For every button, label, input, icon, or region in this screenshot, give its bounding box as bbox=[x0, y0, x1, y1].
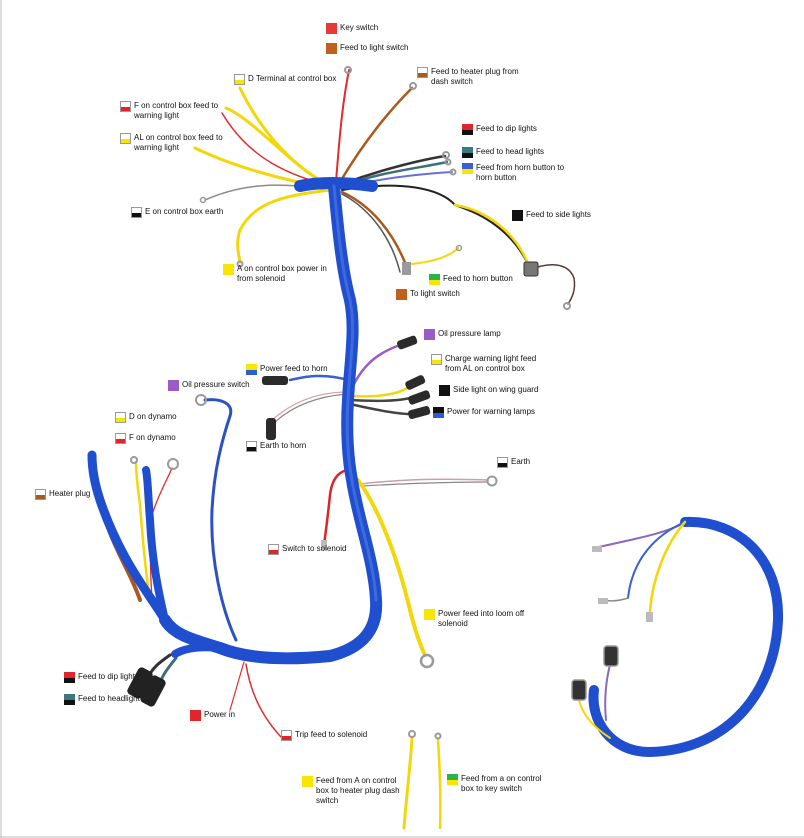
terminal-1 bbox=[592, 546, 602, 552]
swatch-feed-to-horn-button bbox=[429, 274, 440, 285]
label-switch-solenoid: Switch to solenoid bbox=[268, 544, 368, 555]
label-feed-dip-lights: Feed to dip lights bbox=[462, 124, 562, 135]
middle-branch-wires bbox=[203, 343, 489, 657]
label-side-light-wing: Side light on wing guard bbox=[439, 385, 549, 396]
swatch-feed-light-switch bbox=[326, 43, 337, 54]
label-feed-side-lights: Feed to side lights bbox=[512, 210, 612, 221]
label-power-feed-horn: Power feed to horn bbox=[246, 364, 356, 375]
label-oil-pressure-lamp: Oil pressure lamp bbox=[424, 329, 524, 340]
label-d-dynamo: D on dynamo bbox=[115, 412, 215, 423]
main-loom-trunk bbox=[87, 177, 383, 665]
swatch-earth bbox=[497, 457, 508, 468]
label-trip-feed-solenoid: Trip feed to solenoid bbox=[281, 730, 381, 741]
swatch-d-terminal bbox=[234, 74, 245, 85]
swatch-feed-a-key bbox=[447, 774, 458, 785]
label-feed-a-heater: Feed from A on control box to heater plu… bbox=[302, 776, 402, 806]
loose-feed-wires bbox=[402, 730, 442, 830]
label-feed-a-key: Feed from a on control box to key switch bbox=[447, 774, 547, 794]
label-charge-warning: Charge warning light feed from AL on con… bbox=[431, 354, 551, 374]
swatch-feed-side-lights bbox=[512, 210, 523, 221]
swatch-heater-plug bbox=[35, 489, 46, 500]
label-feed-dip-light: Feed to dip light bbox=[64, 672, 164, 683]
swatch-power-in bbox=[190, 710, 201, 721]
label-power-in: Power in bbox=[190, 710, 270, 721]
label-power-warning-lamps: Power for warning lamps bbox=[433, 407, 553, 418]
swatch-power-warning-lamps bbox=[433, 407, 444, 418]
swatch-e-control-box bbox=[131, 207, 142, 218]
label-f-dynamo: F on dynamo bbox=[115, 433, 215, 444]
label-oil-pressure-switch: Oil pressure switch bbox=[168, 380, 268, 391]
swatch-switch-solenoid bbox=[268, 544, 279, 555]
label-a-control-box: A on control box power in from solenoid bbox=[223, 264, 333, 284]
swatch-d-dynamo bbox=[115, 412, 126, 423]
label-feed-head-lights: Feed to head lights bbox=[462, 147, 562, 158]
label-key-switch: Key switch bbox=[326, 23, 406, 34]
swatch-feed-dip-lights bbox=[462, 124, 473, 135]
swatch-feed-head-lights bbox=[462, 147, 473, 158]
swatch-oil-pressure-switch bbox=[168, 380, 179, 391]
swatch-feed-horn-button bbox=[462, 163, 473, 174]
label-power-feed-loom: Power feed into loom off solenoid bbox=[424, 609, 534, 629]
swatch-feed-dip-light bbox=[64, 672, 75, 683]
terminal-3 bbox=[646, 612, 653, 622]
swatch-oil-pressure-lamp bbox=[424, 329, 435, 340]
label-feed-to-horn-button: Feed to horn button bbox=[429, 274, 529, 285]
swatch-feed-a-heater bbox=[302, 776, 313, 787]
separate-loom bbox=[571, 516, 784, 757]
label-f-control-box: F on control box feed to warning light bbox=[120, 101, 230, 121]
swatch-key-switch bbox=[326, 23, 337, 34]
swatch-f-dynamo bbox=[115, 433, 126, 444]
swatch-feed-headlight bbox=[64, 694, 75, 705]
label-to-light-switch: To light switch bbox=[396, 289, 496, 300]
label-al-control-box: AL on control box feed to warning light bbox=[120, 133, 232, 153]
swatch-to-light-switch bbox=[396, 289, 407, 300]
swatch-feed-heater-plug bbox=[417, 67, 428, 78]
label-d-terminal: D Terminal at control box bbox=[234, 74, 354, 85]
label-feed-light-switch: Feed to light switch bbox=[326, 43, 446, 54]
swatch-trip-feed-solenoid bbox=[281, 730, 292, 741]
label-feed-heater-plug: Feed to heater plug from dash switch bbox=[417, 67, 529, 87]
swatch-side-light-wing bbox=[439, 385, 450, 396]
swatch-earth-horn bbox=[246, 441, 257, 452]
swatch-a-control-box bbox=[223, 264, 234, 275]
terminal-2 bbox=[598, 598, 608, 604]
label-heater-plug: Heater plug bbox=[35, 489, 115, 500]
label-earth: Earth bbox=[497, 457, 557, 468]
swatch-al-control-box bbox=[120, 133, 131, 144]
label-e-control-box: E on control box earth bbox=[131, 207, 251, 218]
swatch-charge-warning bbox=[431, 354, 442, 365]
label-feed-horn-button: Feed from horn button to horn button bbox=[462, 163, 572, 183]
label-feed-headlight: Feed to headlight bbox=[64, 694, 164, 705]
label-earth-horn: Earth to horn bbox=[246, 441, 346, 452]
swatch-power-feed-horn bbox=[246, 364, 257, 375]
swatch-power-feed-loom bbox=[424, 609, 435, 620]
terminals bbox=[127, 66, 571, 707]
swatch-f-control-box bbox=[120, 101, 131, 112]
